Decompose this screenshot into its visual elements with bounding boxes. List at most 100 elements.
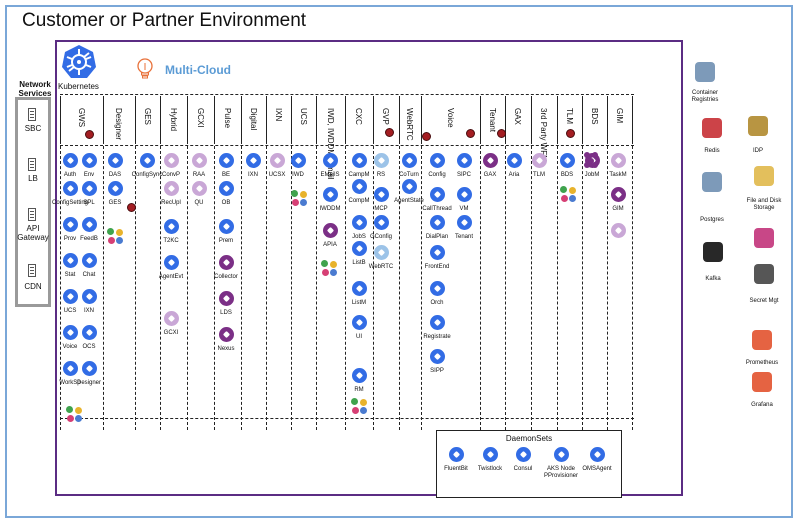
backing-service-label-2: IDP: [752, 148, 763, 154]
service-icon: [82, 153, 97, 168]
column-divider-top: [60, 96, 61, 144]
service-icon: [374, 187, 389, 202]
column-divider-top: [241, 96, 242, 144]
service-label-13: Designer: [76, 380, 102, 386]
service-icon: [82, 253, 97, 268]
network-item-sbc: SBC: [24, 124, 42, 133]
idp-lock-icon: [748, 116, 768, 136]
column-divider-top: [505, 96, 506, 144]
service-icon: [82, 325, 97, 340]
network-item-api-gateway: API Gateway: [17, 224, 49, 242]
service-icon: [430, 245, 445, 260]
service-icon: [82, 181, 97, 196]
daemonset-icon: [554, 447, 569, 462]
service-icon: [430, 349, 445, 364]
service-label-6: Stat: [64, 272, 76, 278]
service-label-54: Registrate: [423, 334, 451, 340]
service-icon: [430, 153, 445, 168]
service-label-30: IXN: [247, 172, 259, 178]
column-divider: [632, 146, 633, 430]
service-icon: [457, 215, 472, 230]
service-icon: [108, 153, 123, 168]
service-icon: [63, 325, 78, 340]
column-divider-top: [135, 96, 136, 144]
service-label-17: ConvP: [161, 172, 181, 178]
column-divider: [421, 146, 422, 430]
service-icon: [63, 153, 78, 168]
service-icon: [430, 281, 445, 296]
header-top-line: [60, 94, 634, 95]
service-label-47: CoTurn: [399, 172, 419, 178]
helm-cluster-icon: [351, 398, 368, 415]
service-icon: [219, 255, 234, 270]
daemonsets-title: DaemonSets: [505, 434, 553, 443]
service-icon: [374, 153, 389, 168]
service-label-11: OCS: [82, 344, 96, 350]
service-icon: [402, 153, 417, 168]
column-divider: [399, 146, 400, 430]
column-divider-top: [160, 96, 161, 144]
column-divider: [505, 146, 506, 430]
service-label-64: TaskM: [609, 172, 627, 178]
column-divider-top: [480, 96, 481, 144]
service-label-55: SIPP: [430, 368, 444, 374]
service-icon: [82, 217, 97, 232]
daemonset-label-0: FluentBit: [444, 466, 468, 472]
service-label-22: RAA: [192, 172, 206, 178]
column-divider-top: [291, 96, 292, 144]
service-label-7: Chat: [82, 272, 96, 278]
service-label-35: APIA: [323, 242, 337, 248]
service-label-34: IWDDM: [319, 206, 341, 212]
service-label-45: GConfig: [369, 234, 393, 240]
service-label-5: FeedB: [80, 236, 98, 242]
service-label-38: JobS: [352, 234, 366, 240]
service-label-15: GES: [108, 200, 122, 206]
daemonset-label-3: AKS Node PProvisioner: [543, 466, 578, 479]
service-icon: [611, 153, 626, 168]
status-dot: [422, 132, 431, 141]
service-icon: [246, 153, 261, 168]
network-item-cdn: CDN: [24, 282, 42, 291]
service-icon: [63, 181, 78, 196]
helm-cluster-icon: [107, 228, 124, 245]
backing-service-label-5: Kafka: [705, 276, 721, 282]
service-label-29: Nexus: [217, 346, 235, 352]
service-icon: [507, 153, 522, 168]
service-icon: [611, 187, 626, 202]
service-icon: [63, 253, 78, 268]
service-label-2: ConfigSetting: [51, 200, 89, 206]
column-divider-top: [399, 96, 400, 144]
service-icon: [457, 153, 472, 168]
column-divider: [480, 146, 481, 430]
column-divider: [531, 146, 532, 430]
service-icon: [352, 368, 367, 383]
grafana-icon: [752, 372, 772, 392]
service-icon: [430, 187, 445, 202]
column-divider-top: [266, 96, 267, 144]
service-label-10: Voice: [62, 344, 78, 350]
service-icon: [63, 289, 78, 304]
daemonset-label-2: Consul: [513, 466, 533, 472]
service-label-33: EMailS: [320, 172, 340, 178]
service-icon: [352, 215, 367, 230]
helm-cluster-icon: [291, 190, 308, 207]
file-storage-icon: [754, 166, 774, 186]
service-label-12: WorkSp: [59, 380, 81, 386]
status-dot: [466, 129, 475, 138]
service-label-3: SPL: [83, 200, 95, 206]
kafka-icon: [703, 242, 723, 262]
service-icon: [219, 153, 234, 168]
service-label-27: Collector: [214, 274, 238, 280]
service-label-24: BE: [221, 172, 231, 178]
service-icon: [430, 215, 445, 230]
column-divider-top: [632, 96, 633, 144]
service-icon: [374, 245, 389, 260]
service-label-0: Auth: [63, 172, 77, 178]
service-label-20: AgentEvt: [158, 274, 184, 280]
service-label-48: AgentState: [394, 198, 424, 204]
service-icon: [164, 153, 179, 168]
service-label-42: RM: [354, 387, 364, 393]
column-divider: [187, 146, 188, 430]
network-item-lb: LB: [28, 174, 38, 183]
daemonset-label-1: Twistlock: [477, 466, 503, 472]
